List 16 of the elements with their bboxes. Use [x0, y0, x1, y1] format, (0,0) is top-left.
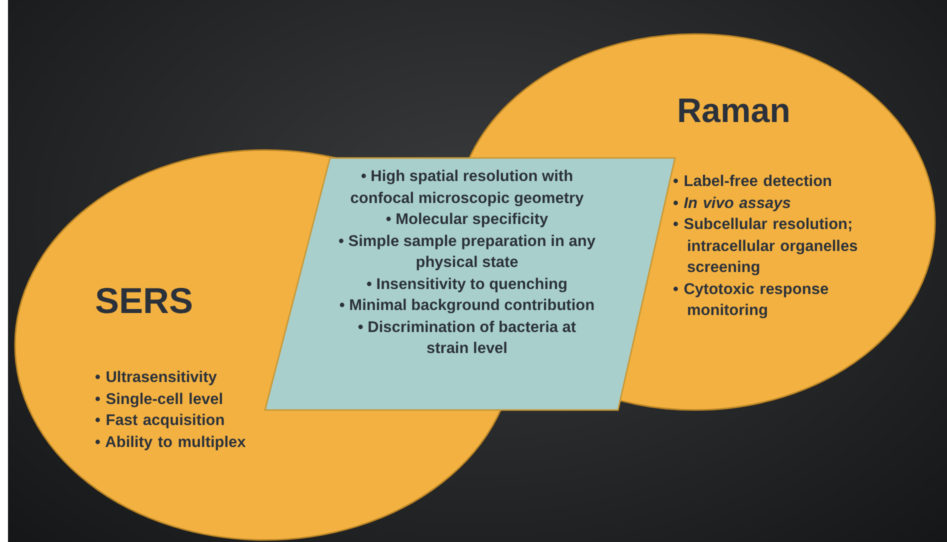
bullet-item: • Simple sample preparation in any physical state: [338, 232, 596, 273]
bullet-item: • In vivo assays: [673, 194, 792, 214]
bullet-item: • Fast acquisition: [95, 411, 226, 431]
bullet-item: • Insensitivity to quenching: [366, 274, 568, 294]
bullet-item: • Label-free detection: [673, 172, 834, 192]
bullet-item: • High spatial resolution with confocal microscopic geometry: [349, 167, 585, 208]
bullet-item: • Minimal background contribution: [338, 296, 596, 316]
bullet-item: • Discrimination of bacteria at strain level: [356, 318, 578, 359]
heading: Raman: [677, 92, 790, 131]
bullet-item: • Subcellular resolution; intracellular organelles screening: [673, 215, 859, 278]
bullet-item: • Ability to multiplex: [95, 432, 247, 452]
heading: SERS: [95, 280, 194, 322]
bullet-item: • Ultrasensitivity: [95, 368, 218, 388]
bullet-item: • Molecular specificity: [384, 210, 550, 230]
bullet-item: • Cytotoxic response monitoring: [673, 280, 830, 321]
bullet-item: • Single-cell level: [95, 390, 224, 410]
